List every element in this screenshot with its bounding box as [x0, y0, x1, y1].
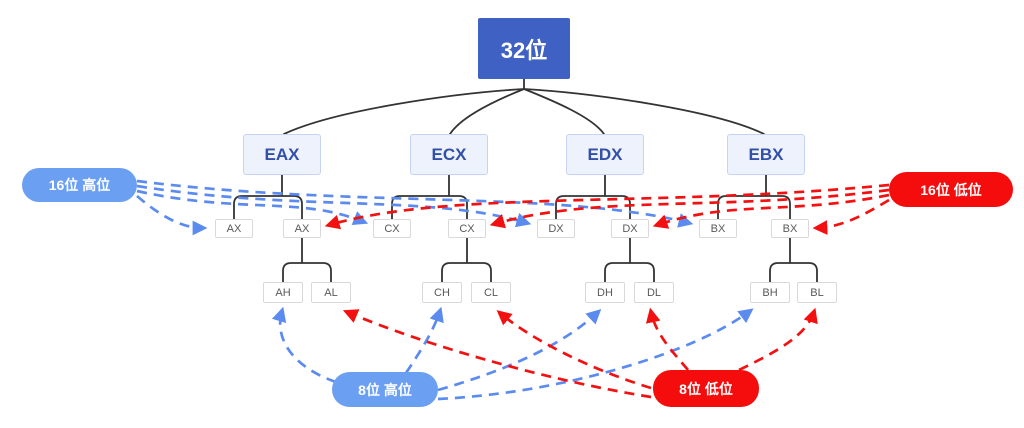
legend-16bit-low: 16位 低位: [889, 172, 1013, 207]
arrow-high16-to-cx-high: [136, 189, 369, 225]
arrow-low8-to-bl: [738, 307, 818, 372]
register-ebx: EBX: [727, 134, 805, 175]
legend-16bit-high: 16位 高位: [22, 168, 137, 202]
register-dx-low: DX: [611, 219, 649, 238]
tree-edx-branch: [555, 174, 631, 220]
register-ax-high: AX: [215, 219, 253, 238]
arrow-low8-to-dl: [645, 307, 690, 371]
legend-8bit-high: 8位 高位: [332, 372, 438, 407]
tree-cx-branch: [441, 237, 492, 283]
register-ch: CH: [422, 282, 462, 303]
register-al: AL: [311, 282, 351, 303]
tree-ax-branch: [282, 237, 332, 283]
arrow-high16-to-bx-high: [136, 179, 694, 228]
arrow-low16-to-ax-low: [324, 183, 890, 230]
arrow-high16-to-dx-high: [136, 184, 532, 228]
arrow-low8-to-cl: [496, 310, 652, 390]
arrow-high8-to-dh: [437, 308, 602, 392]
register-ah: AH: [263, 282, 303, 303]
tree-root-fan: [283, 78, 765, 135]
tree-ecx-branch: [391, 174, 468, 220]
arrow-high8-to-bh: [437, 308, 754, 401]
arrow-low16-to-bx-low: [812, 198, 890, 235]
arrow-high8-to-ah: [271, 306, 337, 384]
arrow-low8-to-al: [342, 309, 652, 399]
tree-bx-branch: [769, 237, 818, 283]
register-ax-low: AX: [283, 219, 321, 238]
register-bx-high: BX: [699, 219, 737, 238]
register-bh: BH: [750, 282, 790, 303]
register-dl: DL: [634, 282, 674, 303]
register-cx-low: CX: [448, 219, 486, 238]
legend-8bit-low: 8位 低位: [653, 370, 759, 407]
register-bx-low: BX: [771, 219, 809, 238]
register-eax: EAX: [243, 134, 321, 175]
arrow-low16-to-cx-low: [489, 188, 890, 229]
arrow-high16-to-ax-high: [136, 194, 208, 236]
register-edx: EDX: [566, 134, 644, 175]
arrow-high8-to-ch: [404, 306, 444, 374]
arrow-low16-to-dx-low: [652, 193, 890, 229]
register-dh: DH: [585, 282, 625, 303]
register-bl: BL: [797, 282, 837, 303]
register-32bit: 32位: [478, 18, 570, 79]
register-cx-high: CX: [373, 219, 411, 238]
tree-dx-branch: [604, 237, 655, 283]
register-ecx: ECX: [410, 134, 488, 175]
tree-ebx-branch: [717, 174, 791, 220]
register-dx-high: DX: [537, 219, 575, 238]
register-cl: CL: [471, 282, 511, 303]
